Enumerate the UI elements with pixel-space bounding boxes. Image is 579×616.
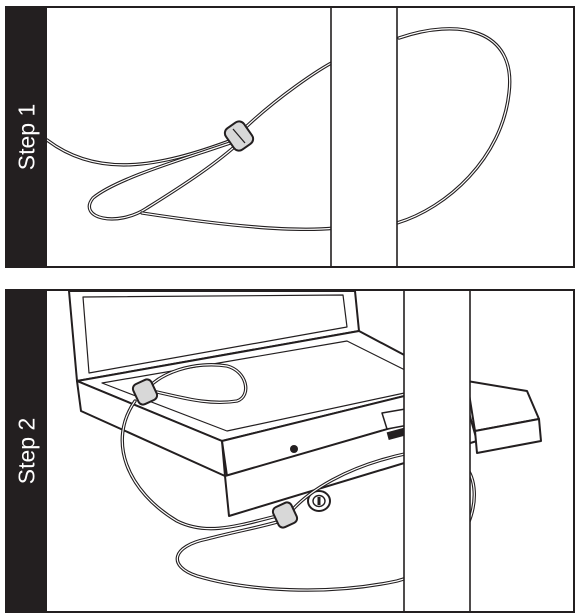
pole: [330, 8, 398, 266]
pole: [403, 291, 471, 611]
cable-upper-segment: [245, 58, 339, 128]
hole: [290, 445, 298, 453]
step-2-illustration: [68, 291, 542, 611]
cable-right-loop: [395, 27, 512, 225]
cable-lock-lower: [271, 501, 299, 529]
cable-lock-upper: [131, 378, 159, 406]
cable-loop: [87, 139, 243, 221]
step-2-panel: Step 2: [5, 289, 575, 613]
keyhole-icon: [307, 490, 331, 512]
step-1-tab: Step 1: [7, 8, 47, 266]
step-1-panel: Step 1: [5, 6, 575, 268]
step-1-illustration: [47, 8, 512, 266]
cable-lock: [223, 120, 255, 152]
step-2-label: Step 2: [13, 417, 40, 485]
step-2-tab: Step 2: [7, 291, 47, 611]
step-1-label: Step 1: [13, 103, 40, 171]
cable-lower-segment: [140, 211, 337, 231]
